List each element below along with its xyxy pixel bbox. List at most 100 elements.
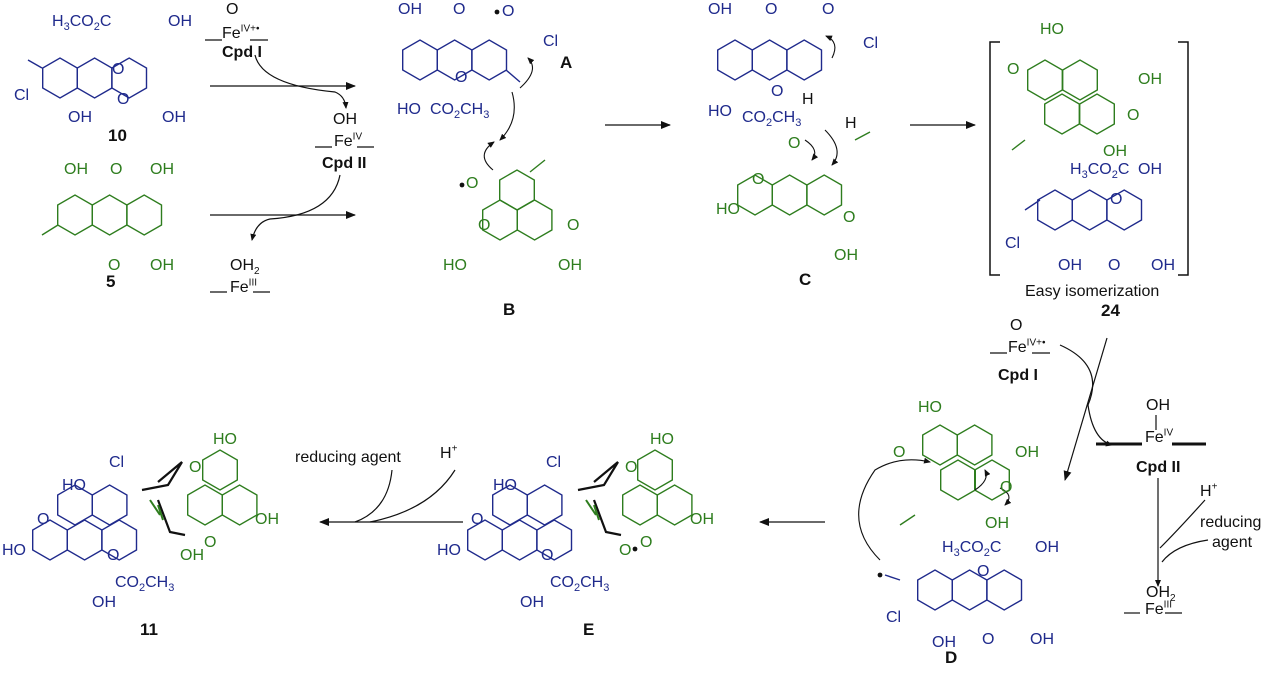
intermediate-brackets	[989, 41, 1189, 276]
atom-label: OH	[708, 1, 732, 18]
ring-compound-A	[402, 39, 438, 81]
ring-compound-C	[751, 39, 788, 81]
atom-label: O	[189, 459, 202, 476]
atom-label: O	[1127, 107, 1140, 124]
atom-label: OH	[398, 1, 422, 18]
atom-label: O	[1000, 479, 1013, 496]
atom-label: O	[37, 511, 50, 528]
arrow-cpd1-to-cpd2	[254, 54, 349, 109]
atom-label: OH	[64, 161, 88, 178]
ring-compound-11	[186, 484, 224, 526]
fe3-aqua-left: OH2	[230, 257, 260, 278]
ring-compound-E	[526, 484, 563, 526]
atom-label: HO	[650, 431, 674, 448]
atom-label: Cl	[14, 87, 30, 104]
atom-label: CO2CH3	[742, 109, 802, 130]
ring-compound-E	[622, 484, 658, 526]
fe3-right: FeIII	[1145, 599, 1173, 618]
bond-line	[41, 224, 59, 236]
substituent-bonds	[27, 59, 1041, 581]
label-compound-E: E	[583, 620, 595, 639]
atom-label: OH	[92, 594, 116, 611]
atom-label: OH	[162, 109, 186, 126]
ring-compound-5	[57, 194, 94, 236]
atom-label: CO2CH3	[430, 101, 490, 122]
bond-line	[1024, 199, 1041, 211]
atom-label: OH	[1058, 257, 1082, 274]
atom-label: O	[625, 459, 638, 476]
ring-compound-D	[986, 569, 1023, 611]
atom-label: H3CO2C	[942, 539, 1002, 560]
atom-label: OH	[68, 109, 92, 126]
atom-label: O	[108, 257, 121, 274]
cpd2-label-mid: Cpd II	[322, 155, 367, 172]
radical-dots	[459, 9, 883, 578]
atom-label: O	[977, 563, 990, 580]
atom-label: Cl	[543, 33, 559, 50]
label-compound-10: 10	[108, 126, 127, 145]
arrow-reducing-left	[354, 469, 393, 523]
atom-label: O	[502, 3, 515, 20]
ring-compound-E	[637, 449, 673, 491]
atom-label: Cl	[863, 35, 879, 52]
atom-label: OH	[1103, 143, 1127, 160]
label-compound-C: C	[799, 270, 812, 289]
ring-compound-5	[91, 194, 128, 236]
atom-label: OH	[180, 547, 204, 564]
ring-compound-24	[1106, 189, 1143, 231]
atom-label: O	[541, 547, 554, 564]
label-compound-B: B	[503, 300, 516, 319]
label-compound-5: 5	[106, 272, 116, 291]
atom-label: H	[802, 91, 814, 108]
bond-line	[899, 514, 916, 526]
ring-compound-24	[1071, 189, 1108, 231]
atom-label: OH	[1138, 71, 1162, 88]
label-compound-11: 11	[140, 620, 158, 639]
label-compound-D: D	[945, 648, 958, 667]
atom-label: O	[204, 534, 217, 551]
bond-line	[884, 574, 901, 581]
atom-label: OH	[150, 257, 174, 274]
atom-label: Cl	[109, 454, 125, 471]
atom-label: HO	[493, 477, 517, 494]
atom-label: O	[110, 161, 123, 178]
atom-label: HO	[437, 542, 461, 559]
hplus-right: H+	[1200, 481, 1218, 500]
atom-label: O	[117, 91, 130, 108]
ring-compound-11	[221, 484, 258, 526]
label-compound-24: 24	[1101, 301, 1120, 320]
atom-label: HO	[708, 103, 732, 120]
atom-label: O	[1108, 257, 1121, 274]
ring-compound-10	[111, 57, 148, 99]
ring-compound-10	[76, 57, 113, 99]
ring-compound-11	[101, 519, 138, 561]
ring-compound-B	[516, 199, 553, 241]
atom-label: O	[478, 217, 491, 234]
cpd1-oxo: O	[226, 1, 239, 18]
atom-label: H3CO2C	[1070, 161, 1130, 182]
atom-label: OH	[985, 515, 1009, 532]
cpd1-label-right: Cpd I	[998, 367, 1038, 384]
atom-label: O	[752, 171, 765, 188]
atom-label: Cl	[886, 609, 902, 626]
atom-label: O	[1110, 191, 1123, 208]
arrow-hplus-left	[369, 469, 456, 523]
ring-compound-E	[536, 519, 573, 561]
atom-label: CO2CH3	[115, 574, 175, 595]
agent-right: agent	[1212, 534, 1253, 551]
ring-compound-C	[771, 174, 808, 216]
atom-label: O	[619, 542, 632, 559]
arrow-24-to-D	[1063, 337, 1108, 481]
fe3-aqua-right: OH2	[1146, 584, 1176, 605]
cpd2-fe-right: FeIV	[1145, 427, 1174, 446]
atom-label: OH	[1138, 161, 1162, 178]
arrow-hplus-right	[1159, 499, 1206, 549]
ring-compound-D	[940, 459, 976, 501]
atom-label: H	[845, 115, 857, 132]
cpd2-hydroxo: OH	[333, 111, 357, 128]
atom-label: O	[1007, 61, 1020, 78]
reaction-arrows	[210, 54, 1209, 587]
ring-compound-11	[201, 449, 239, 491]
ring-compound-24	[1043, 93, 1081, 135]
